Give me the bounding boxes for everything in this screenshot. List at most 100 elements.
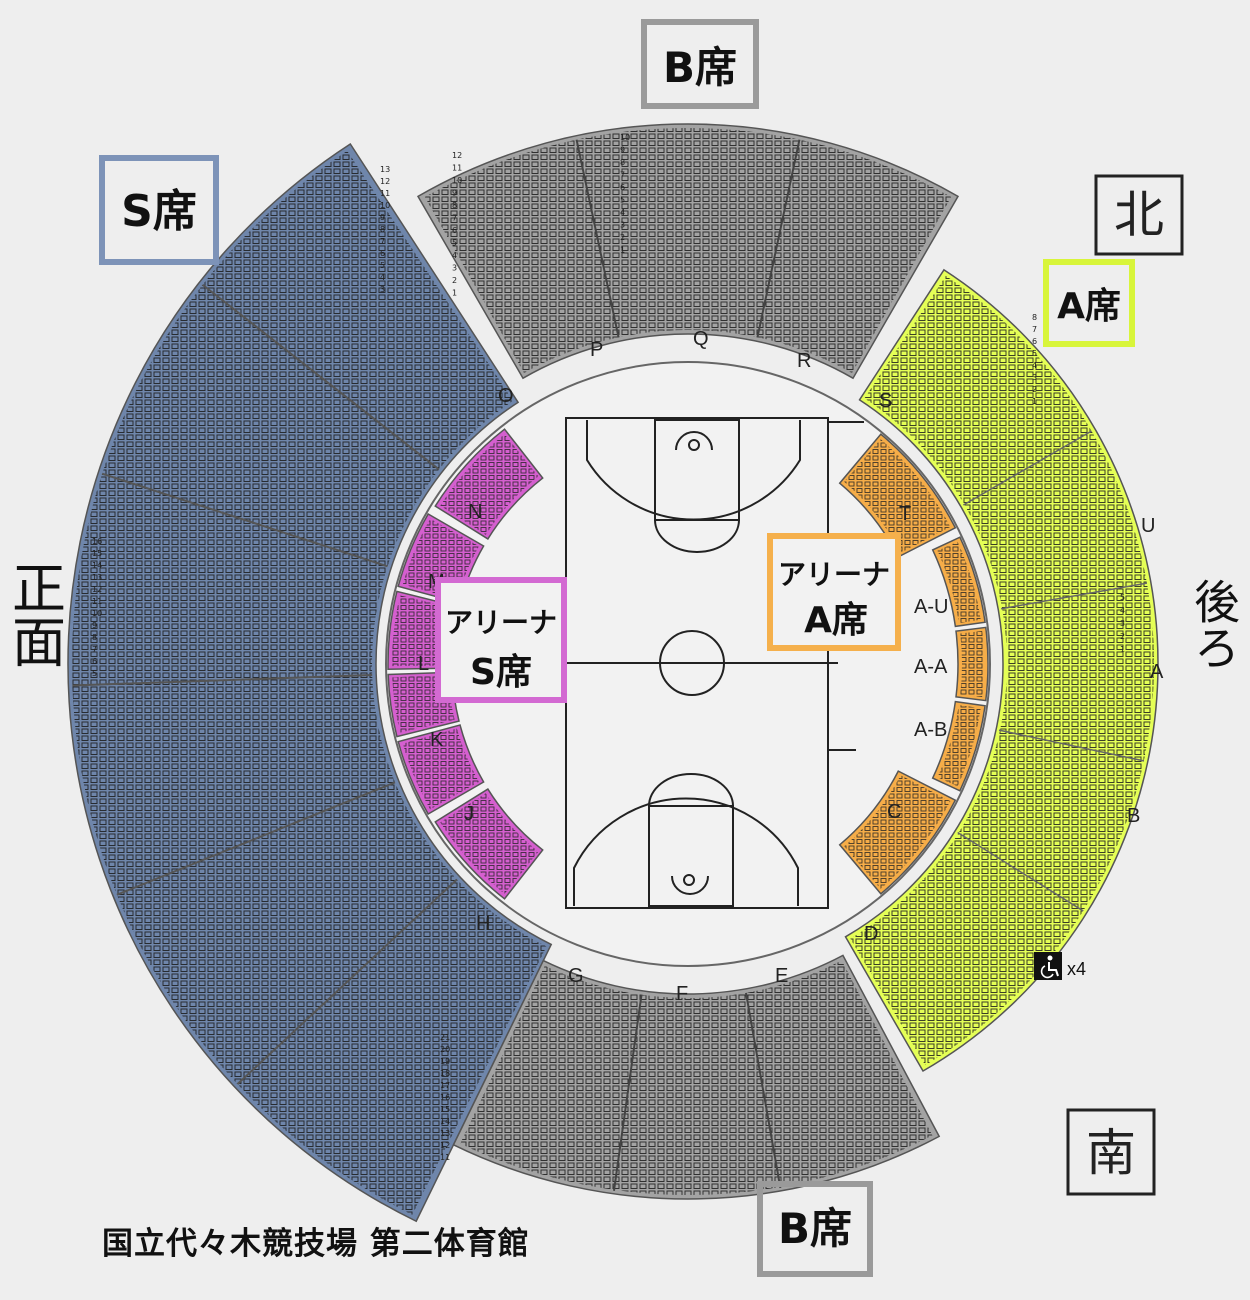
row-number: 8 bbox=[620, 158, 625, 167]
s-divider bbox=[116, 781, 396, 896]
zone-label-b-south: B席 bbox=[757, 1181, 873, 1277]
b-divider bbox=[575, 139, 620, 338]
svg-text:A席: A席 bbox=[1057, 286, 1121, 327]
row-number: 5 bbox=[620, 196, 625, 205]
block-letter-p: P bbox=[590, 339, 603, 361]
row-number: 13 bbox=[92, 573, 102, 582]
arena-a-block-aa-seats bbox=[960, 631, 984, 697]
row-number: 3 bbox=[380, 285, 385, 294]
block-letter-u: U bbox=[1141, 515, 1155, 537]
svg-text:S席: S席 bbox=[121, 186, 197, 237]
row-number: 6 bbox=[620, 183, 625, 192]
block-letter-a-a: A-A bbox=[914, 656, 948, 678]
zone-b-seat-north-seats bbox=[424, 128, 952, 374]
row-number: 20 bbox=[440, 1045, 450, 1054]
row-number: 9 bbox=[620, 146, 625, 155]
block-letter-l: L bbox=[418, 653, 429, 675]
row-number: 1 bbox=[452, 289, 457, 298]
row-number: 7 bbox=[380, 237, 385, 246]
row-number: 4 bbox=[452, 251, 457, 260]
svg-text:アリーナ: アリーナ bbox=[445, 606, 557, 639]
row-number: 2 bbox=[1032, 385, 1037, 394]
row-number: 5 bbox=[1120, 593, 1125, 602]
zone-a-seat-seats bbox=[850, 275, 1154, 1066]
row-number: 1 bbox=[1120, 645, 1125, 654]
b-divider bbox=[612, 994, 643, 1191]
row-number: 3 bbox=[620, 221, 625, 230]
block-letter-d: D bbox=[864, 923, 878, 945]
arena-s-block-1-seats bbox=[402, 728, 479, 810]
row-number: 10 bbox=[452, 176, 462, 185]
row-number: 19 bbox=[440, 1057, 450, 1066]
row-number: 7 bbox=[620, 171, 625, 180]
s-divider bbox=[201, 283, 440, 471]
block-letter-b: B bbox=[1127, 805, 1140, 827]
direction-south: 南 bbox=[1066, 1108, 1156, 1196]
row-number: 11 bbox=[380, 189, 390, 198]
row-number: 5 bbox=[380, 261, 385, 270]
svg-text:A席: A席 bbox=[804, 600, 868, 641]
row-number: 14 bbox=[440, 1117, 450, 1126]
row-numbers: 1211109876543211098765432113121110987654… bbox=[92, 133, 1125, 1162]
block-letter-c: C bbox=[887, 801, 901, 823]
block-letter-a-u: A-U bbox=[914, 596, 948, 618]
block-letter-t: T bbox=[899, 503, 911, 525]
s-divider bbox=[72, 674, 373, 687]
svg-text:後ろ: 後ろ bbox=[1187, 578, 1241, 670]
row-number: 2 bbox=[1120, 632, 1125, 641]
block-letter-q: Q bbox=[693, 328, 709, 350]
row-number: 4 bbox=[380, 273, 385, 282]
row-number: 12 bbox=[92, 585, 102, 594]
row-number: 10 bbox=[380, 201, 390, 210]
block-letter-s: S bbox=[879, 390, 892, 412]
arena-a-block-ab-seats bbox=[937, 704, 981, 787]
row-number: 11 bbox=[440, 1153, 450, 1162]
svg-text:北: 北 bbox=[1114, 186, 1164, 244]
arena-a-block-c-seats bbox=[844, 775, 951, 889]
b-divider bbox=[756, 139, 801, 338]
row-number: 14 bbox=[92, 561, 102, 570]
row-number: 11 bbox=[92, 597, 102, 606]
block-letter-e: E bbox=[775, 965, 788, 987]
row-number: 8 bbox=[1032, 313, 1037, 322]
zone-label-arena-s: アリーナ S席 bbox=[435, 577, 567, 703]
block-letter-f: F bbox=[676, 983, 688, 1005]
direction-front: 正面 bbox=[3, 560, 66, 668]
svg-text:B席: B席 bbox=[778, 1204, 852, 1253]
seat-ring bbox=[67, 123, 1159, 1223]
row-number: 2 bbox=[452, 276, 457, 285]
row-number: 21 bbox=[440, 1033, 450, 1042]
row-number: 16 bbox=[92, 537, 102, 546]
row-number: 9 bbox=[92, 621, 97, 630]
row-number: 4 bbox=[620, 208, 625, 217]
row-number: 3 bbox=[452, 264, 457, 273]
block-letter-k: K bbox=[430, 729, 444, 751]
a-divider bbox=[963, 430, 1092, 506]
zone-label-arena-a: アリーナ A席 bbox=[767, 533, 901, 651]
accessibility-marker: x4 bbox=[1034, 952, 1086, 980]
svg-text:正面: 正面 bbox=[3, 560, 66, 668]
row-number: 17 bbox=[440, 1081, 450, 1090]
zone-label-b-north: B席 bbox=[641, 19, 759, 109]
svg-text:南: 南 bbox=[1086, 1124, 1136, 1182]
block-letter-n: N bbox=[468, 501, 482, 523]
row-number: 5 bbox=[92, 669, 97, 678]
direction-north: 北 bbox=[1094, 174, 1184, 256]
row-number: 7 bbox=[1032, 325, 1037, 334]
venue-title: 国立代々木競技場 第二体育館 bbox=[102, 1226, 530, 1262]
row-number: 5 bbox=[452, 239, 457, 248]
row-number: 6 bbox=[380, 249, 385, 258]
row-number: 1 bbox=[620, 246, 625, 255]
row-number: 18 bbox=[440, 1069, 450, 1078]
block-letter-o: O bbox=[498, 385, 514, 407]
row-number: 10 bbox=[620, 133, 630, 142]
b-divider bbox=[745, 992, 782, 1189]
block-letter-r: R bbox=[797, 350, 811, 372]
row-number: 8 bbox=[92, 633, 97, 642]
row-number: 13 bbox=[440, 1129, 450, 1138]
row-number: 12 bbox=[452, 151, 462, 160]
row-number: 12 bbox=[440, 1141, 450, 1150]
row-number: 3 bbox=[1032, 373, 1037, 382]
block-letters: P Q R S T U O N M L K J H A-U A-A A-B A … bbox=[418, 328, 1164, 1005]
row-number: 8 bbox=[452, 201, 457, 210]
